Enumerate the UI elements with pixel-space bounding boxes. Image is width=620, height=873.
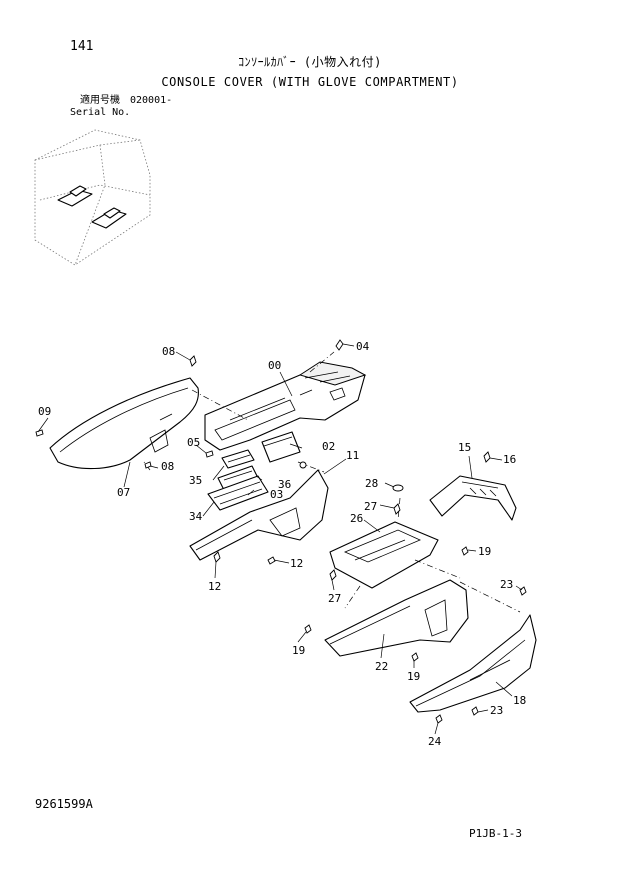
serial-label-english: Serial No. — [70, 107, 131, 118]
callout-22: 22 — [375, 660, 388, 673]
page-number: 141 — [70, 39, 94, 54]
glove-compartment-bin — [261, 431, 301, 463]
callout-09: 09 — [38, 405, 51, 418]
right-console-top — [329, 521, 439, 589]
callout-12-right: 12 — [290, 557, 303, 570]
right-upper-bracket — [429, 475, 517, 521]
cab-locator-thumbnail — [34, 129, 151, 266]
callout-28: 28 — [365, 477, 378, 490]
callout-23-lower: 23 — [490, 704, 503, 717]
title-japanese: ｺﾝｿｰﾙｶﾊﾞｰ (小物入れ付) — [238, 55, 382, 69]
callout-08-upper: 08 — [162, 345, 175, 358]
callout-19-upper: 19 — [478, 545, 491, 558]
document-id: 9261599A — [35, 797, 93, 811]
callout-15: 15 — [458, 441, 471, 454]
callout-04: 04 — [356, 340, 370, 353]
callout-19-lower: 19 — [407, 670, 420, 683]
callout-05: 05 — [187, 436, 200, 449]
callout-00: 00 — [268, 359, 281, 372]
callout-35: 35 — [189, 474, 202, 487]
callout-26: 26 — [350, 512, 363, 525]
callout-11: 11 — [346, 449, 359, 462]
callout-34: 34 — [189, 510, 203, 523]
leader-lines — [37, 343, 523, 735]
callout-27-lower: 27 — [328, 592, 341, 605]
fasteners — [35, 339, 527, 724]
small-trays — [207, 449, 269, 511]
callout-03: 03 — [270, 488, 283, 501]
front-cover-panel — [189, 469, 329, 561]
callout-labels: 04 00 08 09 05 08 07 02 35 36 03 34 11 1… — [38, 340, 526, 748]
callout-18: 18 — [513, 694, 526, 707]
callout-19-left: 19 — [292, 644, 305, 657]
assembly-lines — [143, 351, 521, 613]
callout-24: 24 — [428, 735, 442, 748]
center-console-body — [204, 361, 367, 451]
page-code: P1JB-1-3 — [469, 827, 522, 840]
callout-27-upper: 27 — [364, 500, 377, 513]
callout-36: 36 — [278, 478, 291, 491]
right-lower-side-panel — [324, 579, 469, 657]
callout-23-upper: 23 — [500, 578, 513, 591]
callout-16: 16 — [503, 453, 516, 466]
left-side-cover — [49, 377, 199, 470]
serial-label-japanese: 適用号機 020001- — [80, 95, 173, 106]
callout-02: 02 — [322, 440, 335, 453]
callout-08-lower: 08 — [161, 460, 174, 473]
callout-12-left: 12 — [208, 580, 221, 593]
callout-07: 07 — [117, 486, 130, 499]
title-english: CONSOLE COVER (WITH GLOVE COMPARTMENT) — [161, 75, 459, 89]
right-base-cover — [409, 614, 537, 713]
